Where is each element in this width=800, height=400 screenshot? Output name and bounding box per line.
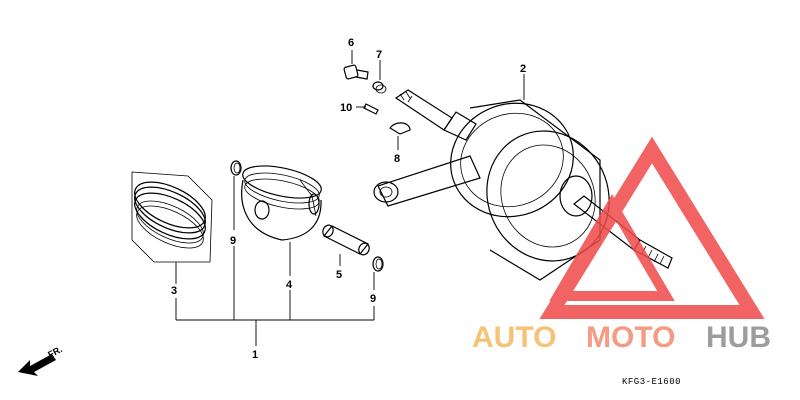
front-direction-indicator: FR. — [18, 344, 64, 376]
callout-6: 6 — [348, 37, 354, 49]
dowel-pin — [363, 103, 379, 115]
bolt — [343, 64, 369, 80]
piston-pin-clip-left — [230, 160, 242, 176]
callout-3: 3 — [171, 285, 177, 297]
watermark-word-hub: HUB — [706, 321, 771, 354]
piston-ring-set — [131, 171, 213, 263]
callout-5: 5 — [336, 269, 342, 281]
leader-lines — [175, 50, 525, 346]
callout-4: 4 — [286, 279, 293, 291]
watermark-logo: AUTO MOTO HUB — [472, 136, 771, 354]
piston — [241, 165, 322, 241]
callout-10: 10 — [340, 102, 352, 114]
woodruff-key — [389, 122, 411, 135]
drawing-code: KFG3-E1600 — [622, 377, 681, 387]
callout-8: 8 — [394, 153, 400, 165]
spring — [372, 81, 387, 94]
piston-pin-clip-right — [372, 256, 384, 272]
watermark-word-moto: MOTO — [586, 321, 675, 354]
callout-9a: 9 — [230, 235, 236, 247]
callout-1: 1 — [252, 349, 258, 361]
triangle-logo-icon — [539, 136, 765, 319]
piston-pin — [322, 224, 370, 256]
watermark-word-auto: AUTO — [472, 321, 556, 354]
callouts: 1 2 3 4 5 6 7 8 9 9 10 — [171, 37, 526, 361]
callout-9b: 9 — [370, 293, 376, 305]
callout-7: 7 — [376, 49, 382, 61]
arrow-icon — [18, 354, 56, 376]
front-label: FR. — [46, 344, 63, 360]
callout-2: 2 — [520, 63, 526, 75]
